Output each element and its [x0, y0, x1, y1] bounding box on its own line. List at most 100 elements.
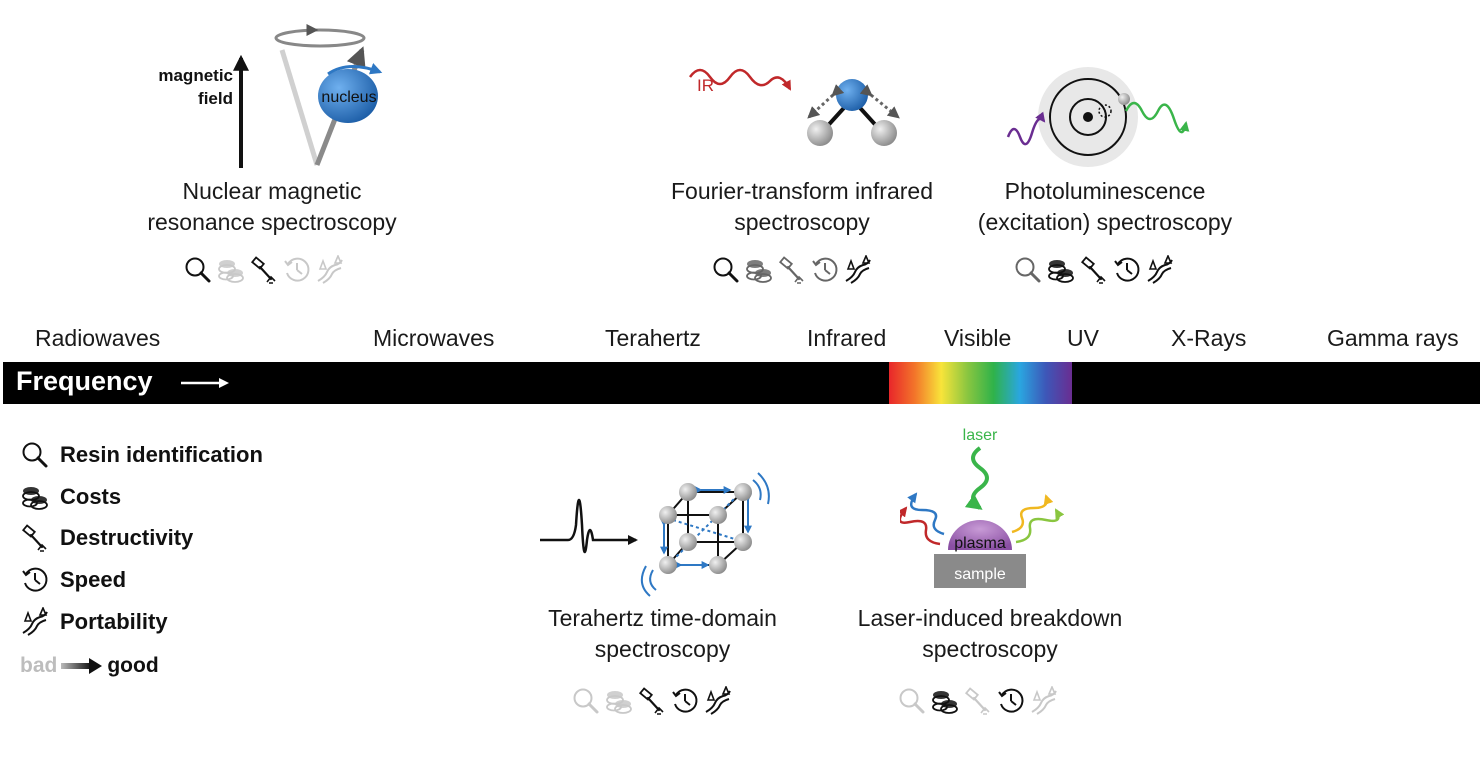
scale-good-label: good	[107, 654, 159, 677]
magnifier-icon	[571, 686, 601, 716]
sample-label: sample	[954, 566, 1006, 583]
clock-icon	[810, 255, 840, 285]
hammer-icon	[637, 686, 667, 716]
magnifier-icon	[711, 255, 741, 285]
molecule-right-atom	[871, 120, 897, 146]
ftir-title-line1: Fourier-transform infrared	[670, 178, 934, 204]
portability-icon	[703, 686, 733, 716]
sample-block	[934, 554, 1026, 588]
clock-icon	[1112, 255, 1142, 285]
libs-title: Laser-induced breakdown spectroscopy	[840, 603, 1140, 665]
band-gamma: Gamma rays	[1327, 325, 1459, 351]
portability-icon	[843, 255, 873, 285]
molecule-center-atom	[836, 79, 868, 111]
nmr-ratings	[183, 255, 345, 287]
nmr-title-line1: Nuclear magnetic	[182, 178, 362, 204]
pl-title: Photoluminescence (excitation) spectrosc…	[960, 176, 1250, 238]
precession-vector-light	[279, 49, 320, 166]
magnifier-icon	[897, 686, 927, 716]
hammer-icon	[963, 686, 993, 716]
coins-icon	[930, 686, 960, 716]
clock-icon	[18, 565, 52, 595]
legend-item-resin: Resin identification	[18, 438, 263, 472]
laser-beam	[964, 446, 989, 510]
visible-gradient	[889, 362, 1072, 404]
clock-icon	[670, 686, 700, 716]
legend-label-destructivity: Destructivity	[60, 525, 194, 550]
pl-illustration	[1006, 67, 1190, 167]
ftir-illustration: IR	[688, 68, 900, 146]
band-infrared: Infrared	[807, 325, 887, 351]
coins-icon	[744, 255, 774, 285]
ftir-title: Fourier-transform infrared spectroscopy	[650, 176, 954, 238]
libs-ratings	[897, 686, 1059, 718]
thz-title: Terahertz time-domain spectroscopy	[525, 603, 800, 665]
legend-item-costs: Costs	[18, 480, 121, 514]
plasma-label: plasma	[954, 535, 1006, 552]
frequency-label: Frequency	[16, 366, 153, 396]
magnetic-field-label-2: field	[198, 89, 233, 108]
laser-label: laser	[963, 427, 998, 444]
band-microwaves: Microwaves	[373, 325, 495, 351]
portability-icon	[315, 255, 345, 285]
magnifier-icon	[1013, 255, 1043, 285]
pl-ratings	[1013, 255, 1175, 287]
thz-title-line1: Terahertz time-domain	[548, 605, 777, 631]
band-xrays: X-Rays	[1171, 325, 1247, 351]
ftir-title-line2: spectroscopy	[734, 209, 870, 235]
portability-icon	[1145, 255, 1175, 285]
vibration-arcs	[640, 472, 770, 597]
rating-scale: bad good	[20, 654, 159, 678]
legend-label-speed: Speed	[60, 567, 127, 592]
scale-bad-label: bad	[20, 654, 58, 677]
pl-title-line1: Photoluminescence	[1004, 178, 1206, 204]
atom-nucleus	[1083, 112, 1093, 122]
excited-electron	[1118, 93, 1130, 105]
legend-item-destructivity: Destructivity	[18, 521, 193, 555]
legend-label-costs: Costs	[60, 484, 122, 509]
nmr-illustration: magnetic field nucleus	[158, 24, 383, 168]
thz-title-line2: spectroscopy	[594, 636, 731, 662]
emission-wave	[1124, 101, 1190, 134]
band-uv: UV	[1067, 325, 1099, 351]
scale-arrow-icon	[61, 658, 103, 674]
nucleus-sphere	[318, 69, 378, 123]
ir-wave	[688, 68, 792, 91]
coins-icon	[18, 482, 52, 512]
hammer-icon	[249, 255, 279, 285]
excitation-wave	[1006, 111, 1046, 146]
magnifier-icon	[183, 255, 213, 285]
ir-label: IR	[697, 76, 714, 95]
coins-icon	[216, 255, 246, 285]
legend-item-speed: Speed	[18, 563, 126, 597]
hammer-icon	[1079, 255, 1109, 285]
hammer-icon	[18, 523, 52, 553]
frequency-arrow-icon	[181, 378, 229, 388]
legend-item-portability: Portability	[18, 605, 168, 639]
libs-title-line2: spectroscopy	[922, 636, 1058, 662]
pl-title-line2: (excitation) spectroscopy	[977, 209, 1233, 235]
libs-title-line1: Laser-induced breakdown	[857, 605, 1123, 631]
lattice-atoms	[659, 483, 752, 574]
clock-icon	[282, 255, 312, 285]
band-radiowaves: Radiowaves	[35, 325, 161, 351]
legend-label-resin: Resin identification	[60, 442, 263, 467]
coins-icon	[604, 686, 634, 716]
thz-ratings	[571, 686, 733, 718]
plasma-dome	[948, 520, 1012, 550]
thz-illustration	[540, 472, 770, 597]
coins-icon	[1046, 255, 1076, 285]
nmr-title-line2: resonance spectroscopy	[147, 209, 397, 235]
portability-icon	[18, 607, 52, 637]
band-terahertz: Terahertz	[605, 325, 701, 351]
nmr-title: Nuclear magnetic resonance spectroscopy	[130, 176, 414, 238]
libs-illustration: laser plasma sample	[900, 427, 1065, 588]
magnetic-field-label-1: magnetic	[158, 66, 233, 85]
nucleus-label: nucleus	[321, 89, 376, 106]
clock-icon	[996, 686, 1026, 716]
band-visible: Visible	[944, 325, 1012, 351]
precession-orbit	[274, 28, 366, 48]
legend-label-portability: Portability	[60, 609, 168, 634]
portability-icon	[1029, 686, 1059, 716]
ftir-ratings	[711, 255, 873, 287]
